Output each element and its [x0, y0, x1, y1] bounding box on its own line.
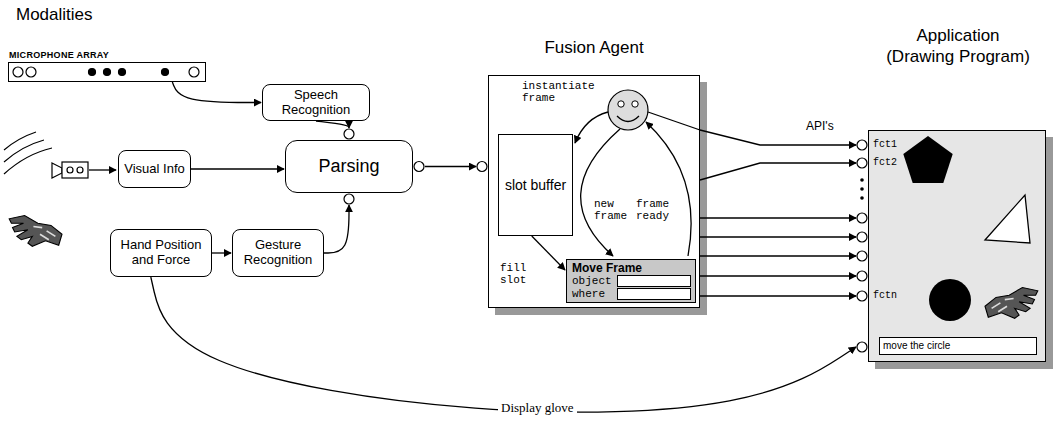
port-circle	[857, 342, 867, 352]
process-box: Speech Recognition	[262, 84, 370, 121]
connector	[425, 166, 476, 167]
connector	[172, 82, 261, 103]
sound-waves	[4, 132, 52, 174]
connector	[212, 252, 231, 253]
glove-cursor	[985, 288, 1038, 319]
camera-link	[89, 169, 116, 170]
node-text: object	[572, 275, 612, 288]
edge-label: Display glove	[498, 401, 577, 415]
annotation-label: fct1	[873, 139, 897, 150]
annotation-label: instantiate frame	[522, 80, 604, 104]
connector	[151, 277, 856, 412]
microphone-array: MICROPHONE ARRAY	[8, 62, 206, 82]
port-circle	[477, 162, 487, 172]
annotation-label: fctn	[873, 290, 897, 301]
port-circle	[857, 291, 867, 301]
annotation-label: fct2	[873, 157, 897, 168]
port-circle	[857, 158, 867, 168]
connector	[700, 217, 856, 218]
port-circle	[857, 251, 867, 261]
annotation-label: new frame	[594, 198, 634, 222]
agent-arrows	[575, 112, 700, 256]
connector	[700, 255, 856, 256]
connector	[324, 205, 349, 253]
drawing-shapes	[903, 136, 1030, 321]
connector	[700, 236, 856, 237]
port-circle	[344, 194, 354, 204]
glove-icon	[9, 216, 62, 247]
annotation-label: frame ready	[636, 198, 676, 222]
connector	[316, 121, 349, 128]
api-dots	[860, 178, 864, 200]
port-circle	[857, 140, 867, 150]
connector	[191, 168, 284, 169]
node-title: Fusion Agent	[489, 38, 699, 58]
agent-face	[608, 90, 648, 130]
slot-field	[617, 288, 691, 300]
node-text: where	[572, 288, 605, 301]
process-box: Visual Info	[118, 150, 191, 188]
port-circle	[857, 271, 867, 281]
connector	[700, 295, 856, 296]
box-fill	[868, 130, 1046, 362]
frame-box: Move Frameobjectwhere	[566, 259, 696, 303]
slot-field	[617, 275, 691, 287]
node-title: Application (Drawing Program)	[883, 26, 1033, 67]
process-box: Gesture Recognition	[232, 229, 324, 277]
connector	[532, 236, 565, 270]
node-title: Gesture Recognition	[233, 238, 323, 268]
node-title: Hand Position and Force	[111, 238, 211, 268]
port-circle	[857, 213, 867, 223]
node-title: Parsing	[318, 156, 379, 177]
connector	[700, 163, 856, 180]
port-circle	[857, 232, 867, 242]
edge-label: fill slot	[500, 262, 536, 286]
port-circle	[414, 162, 424, 172]
connector	[700, 275, 856, 276]
annotation-label: API's	[806, 120, 834, 133]
camera-icon	[52, 162, 88, 178]
box-fill	[488, 75, 700, 308]
node-title: Visual Info	[124, 162, 184, 177]
node-title: Speech Recognition	[263, 88, 369, 118]
port-circle	[344, 129, 354, 139]
annotation-label: Modalities	[16, 6, 93, 25]
microphone-holes	[13, 67, 199, 77]
node-title: slot buffer	[505, 177, 566, 193]
process-box: Parsing	[285, 140, 413, 193]
process-box: Hand Position and Force	[110, 229, 212, 277]
node-title: move the circle	[883, 340, 950, 352]
node-title: Move Frame	[572, 262, 642, 276]
node-title: MICROPHONE ARRAY	[9, 50, 109, 60]
status-box: move the circle	[879, 337, 1037, 355]
slot-buffer: slot buffer	[498, 134, 573, 236]
